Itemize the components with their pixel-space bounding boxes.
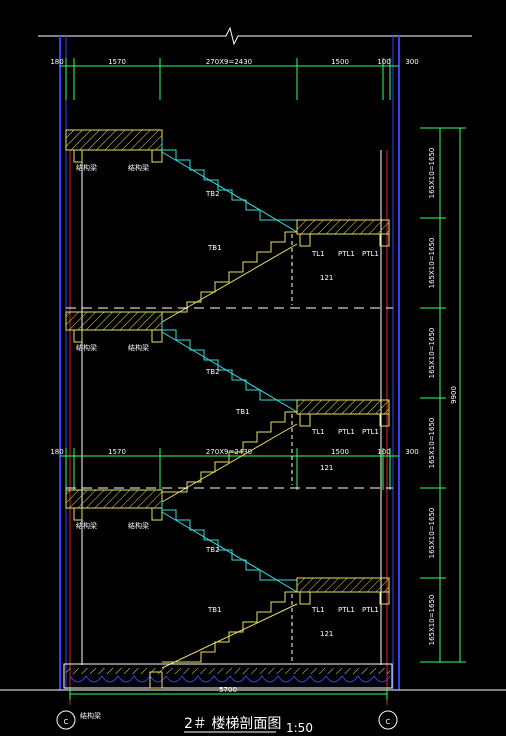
dim-mid-left-offset: 180 [50, 448, 63, 456]
dim-bottom: 5700 [219, 686, 237, 694]
dim-right-4: 165X10=1650 [428, 418, 436, 469]
stair-soffit-2 [161, 331, 298, 413]
ground-slab [63, 663, 393, 689]
stair-soffit-1 [161, 151, 298, 233]
dim-right-1: 165X10=1650 [428, 148, 436, 199]
dim-right-2: 165X10=1650 [428, 238, 436, 289]
tl1-label-1: TL1 [311, 250, 325, 258]
drawing-title: 2＃ 楼梯剖面图 [184, 716, 281, 732]
beam-label-1b: 结构梁 [128, 163, 149, 172]
left-landing-3 [65, 489, 163, 521]
stair-flight-upper-2 [161, 320, 297, 401]
h121-label-3: 121 [320, 630, 333, 638]
beam-label-3a: 结构梁 [76, 521, 97, 530]
tl1-label-2: TL1 [311, 428, 325, 436]
stair-soffit-lower-2 [161, 423, 298, 503]
dim-mid-left-span: 1570 [108, 448, 126, 456]
left-landing-2 [65, 311, 163, 343]
beam-label-2b: 结构梁 [128, 343, 149, 352]
axis-bubble-left [56, 710, 76, 730]
stair-soffit-3 [161, 511, 298, 593]
ptl1-label-2a: PTL1 [338, 428, 355, 436]
dim-mid-right-offset: 100 [377, 448, 390, 456]
dimension-chain-right [420, 127, 466, 663]
dim-right-3: 165X10=1650 [428, 328, 436, 379]
tb2-label-2: TB2 [205, 368, 220, 376]
dim-mid-right-outer: 300 [405, 448, 418, 456]
right-landing-1 [296, 219, 390, 247]
tb1-label-2: TB1 [235, 408, 250, 416]
beam-label-1a: 结构梁 [76, 163, 97, 172]
axis-label-left: C [64, 718, 69, 726]
stair-flight-lower-3 [162, 591, 297, 663]
dim-total-height: 9900 [450, 386, 458, 404]
dim-top-right-outer: 300 [405, 58, 418, 66]
break-line [38, 26, 472, 46]
beam-label-2a: 结构梁 [76, 343, 97, 352]
ptl1-label-3b: PTL1 [362, 606, 379, 614]
ptl1-label-1b: PTL1 [362, 250, 379, 258]
stair-flight-upper-3 [161, 500, 297, 581]
left-wall [59, 36, 67, 690]
right-landing-3 [296, 577, 390, 605]
tb1-label-3: TB1 [207, 606, 222, 614]
stair-flight-upper-1 [161, 140, 297, 221]
ptl1-label-1a: PTL1 [338, 250, 355, 258]
dim-top-stair-span: 270X9=2430 [206, 58, 252, 66]
tb2-label-3: TB2 [205, 546, 220, 554]
tb1-label-1: TB1 [207, 244, 222, 252]
axis-bubble-right [378, 710, 398, 730]
tl1-label-3: TL1 [311, 606, 325, 614]
right-wall [392, 36, 400, 690]
drawing-scale: 1:50 [286, 721, 313, 735]
dim-right-6: 165X10=1650 [428, 595, 436, 646]
dimension-bottom [69, 688, 388, 700]
axis-label-right: C [386, 718, 391, 726]
stair-soffit-lower-3 [161, 603, 298, 669]
beam-label-3b: 结构梁 [128, 521, 149, 530]
dim-mid-right-span: 1500 [331, 448, 349, 456]
stair-flight-lower-1 [162, 231, 297, 313]
dim-top-left-offset: 180 [50, 58, 63, 66]
dimension-row-top [60, 58, 399, 100]
ptl1-label-2b: PTL1 [362, 428, 379, 436]
dim-top-right-span: 1500 [331, 58, 349, 66]
dim-top-left-span: 1570 [108, 58, 126, 66]
left-landing-1 [65, 129, 163, 163]
h121-label-2: 121 [320, 464, 333, 472]
tb2-label-1: TB2 [205, 190, 220, 198]
dim-right-5: 165X10=1650 [428, 508, 436, 559]
stair-soffit-lower-1 [161, 243, 298, 323]
stair-flight-lower-2 [162, 411, 297, 493]
right-landing-2 [296, 399, 390, 427]
h121-label-1: 121 [320, 274, 333, 282]
dim-top-right-offset: 100 [377, 58, 390, 66]
ptl1-label-3a: PTL1 [338, 606, 355, 614]
bottom-beam-label: 结构梁 [80, 711, 101, 720]
